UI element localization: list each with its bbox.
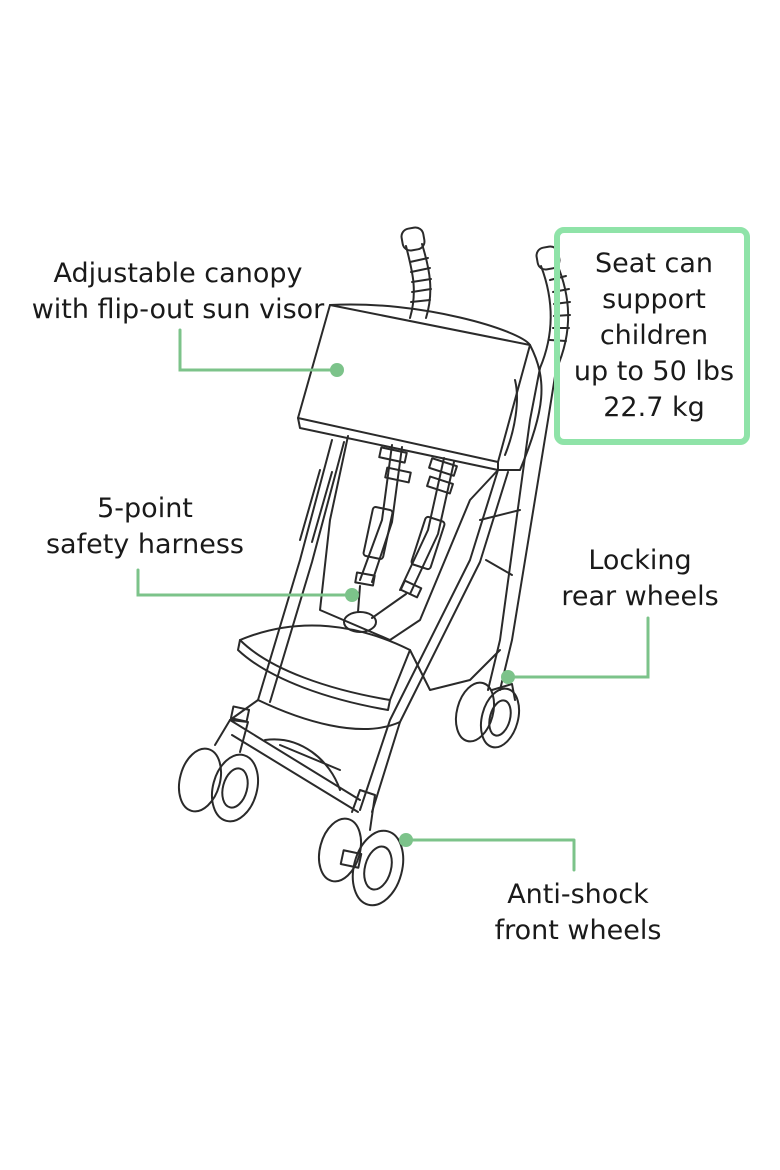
harness-leader-dot (345, 588, 359, 602)
canopy-leader-dot (330, 363, 344, 377)
front-wheels-leader-dot (399, 833, 413, 847)
stroller-frame (229, 367, 557, 813)
canopy-callout-line2: with flip-out sun visor (31, 294, 325, 325)
harness-leader-line (136, 568, 354, 597)
harness-callout-line2: safety harness (45, 529, 245, 560)
harness-callout: 5-point safety harness (30, 491, 260, 563)
seat-callout-line3: children (599, 320, 709, 351)
seat-callout-line2: support (602, 284, 706, 315)
rear-wheels-leader-line (506, 616, 650, 679)
front-wheels-callout-line1: Anti-shock (507, 879, 649, 910)
front-wheels-leader-line (404, 838, 576, 872)
seat-callout-line1: Seat can (595, 248, 713, 279)
rear-wheels-callout: Locking rear wheels (540, 543, 740, 615)
canopy (297, 303, 543, 471)
rear-wheels-leader-dot (501, 670, 515, 684)
front-wheels-callout-line2: front wheels (494, 915, 662, 946)
seat-capacity-callout: Seat can support children up to 50 lbs 2… (556, 246, 752, 426)
seat-fabric (237, 435, 501, 791)
front-wheels-callout: Anti-shock front wheels (478, 877, 678, 949)
left-handle (400, 226, 432, 319)
harness-callout-line1: 5-point (97, 493, 193, 524)
harness-straps (343, 444, 458, 633)
canopy-callout: Adjustable canopy with flip-out sun viso… (18, 256, 338, 328)
seat-callout-line5: 22.7 kg (603, 392, 705, 423)
front-right-wheels (317, 789, 405, 907)
seat-capacity-highlight-box (554, 227, 750, 445)
canopy-leader-line (178, 328, 339, 372)
canopy-callout-line1: Adjustable canopy (53, 258, 303, 289)
front-left-wheels (177, 705, 260, 823)
rear-wheels-callout-line1: Locking (588, 545, 692, 576)
rear-wheels-callout-line2: rear wheels (561, 581, 719, 612)
rear-wheels (454, 681, 521, 749)
seat-callout-line4: up to 50 lbs (573, 356, 735, 387)
